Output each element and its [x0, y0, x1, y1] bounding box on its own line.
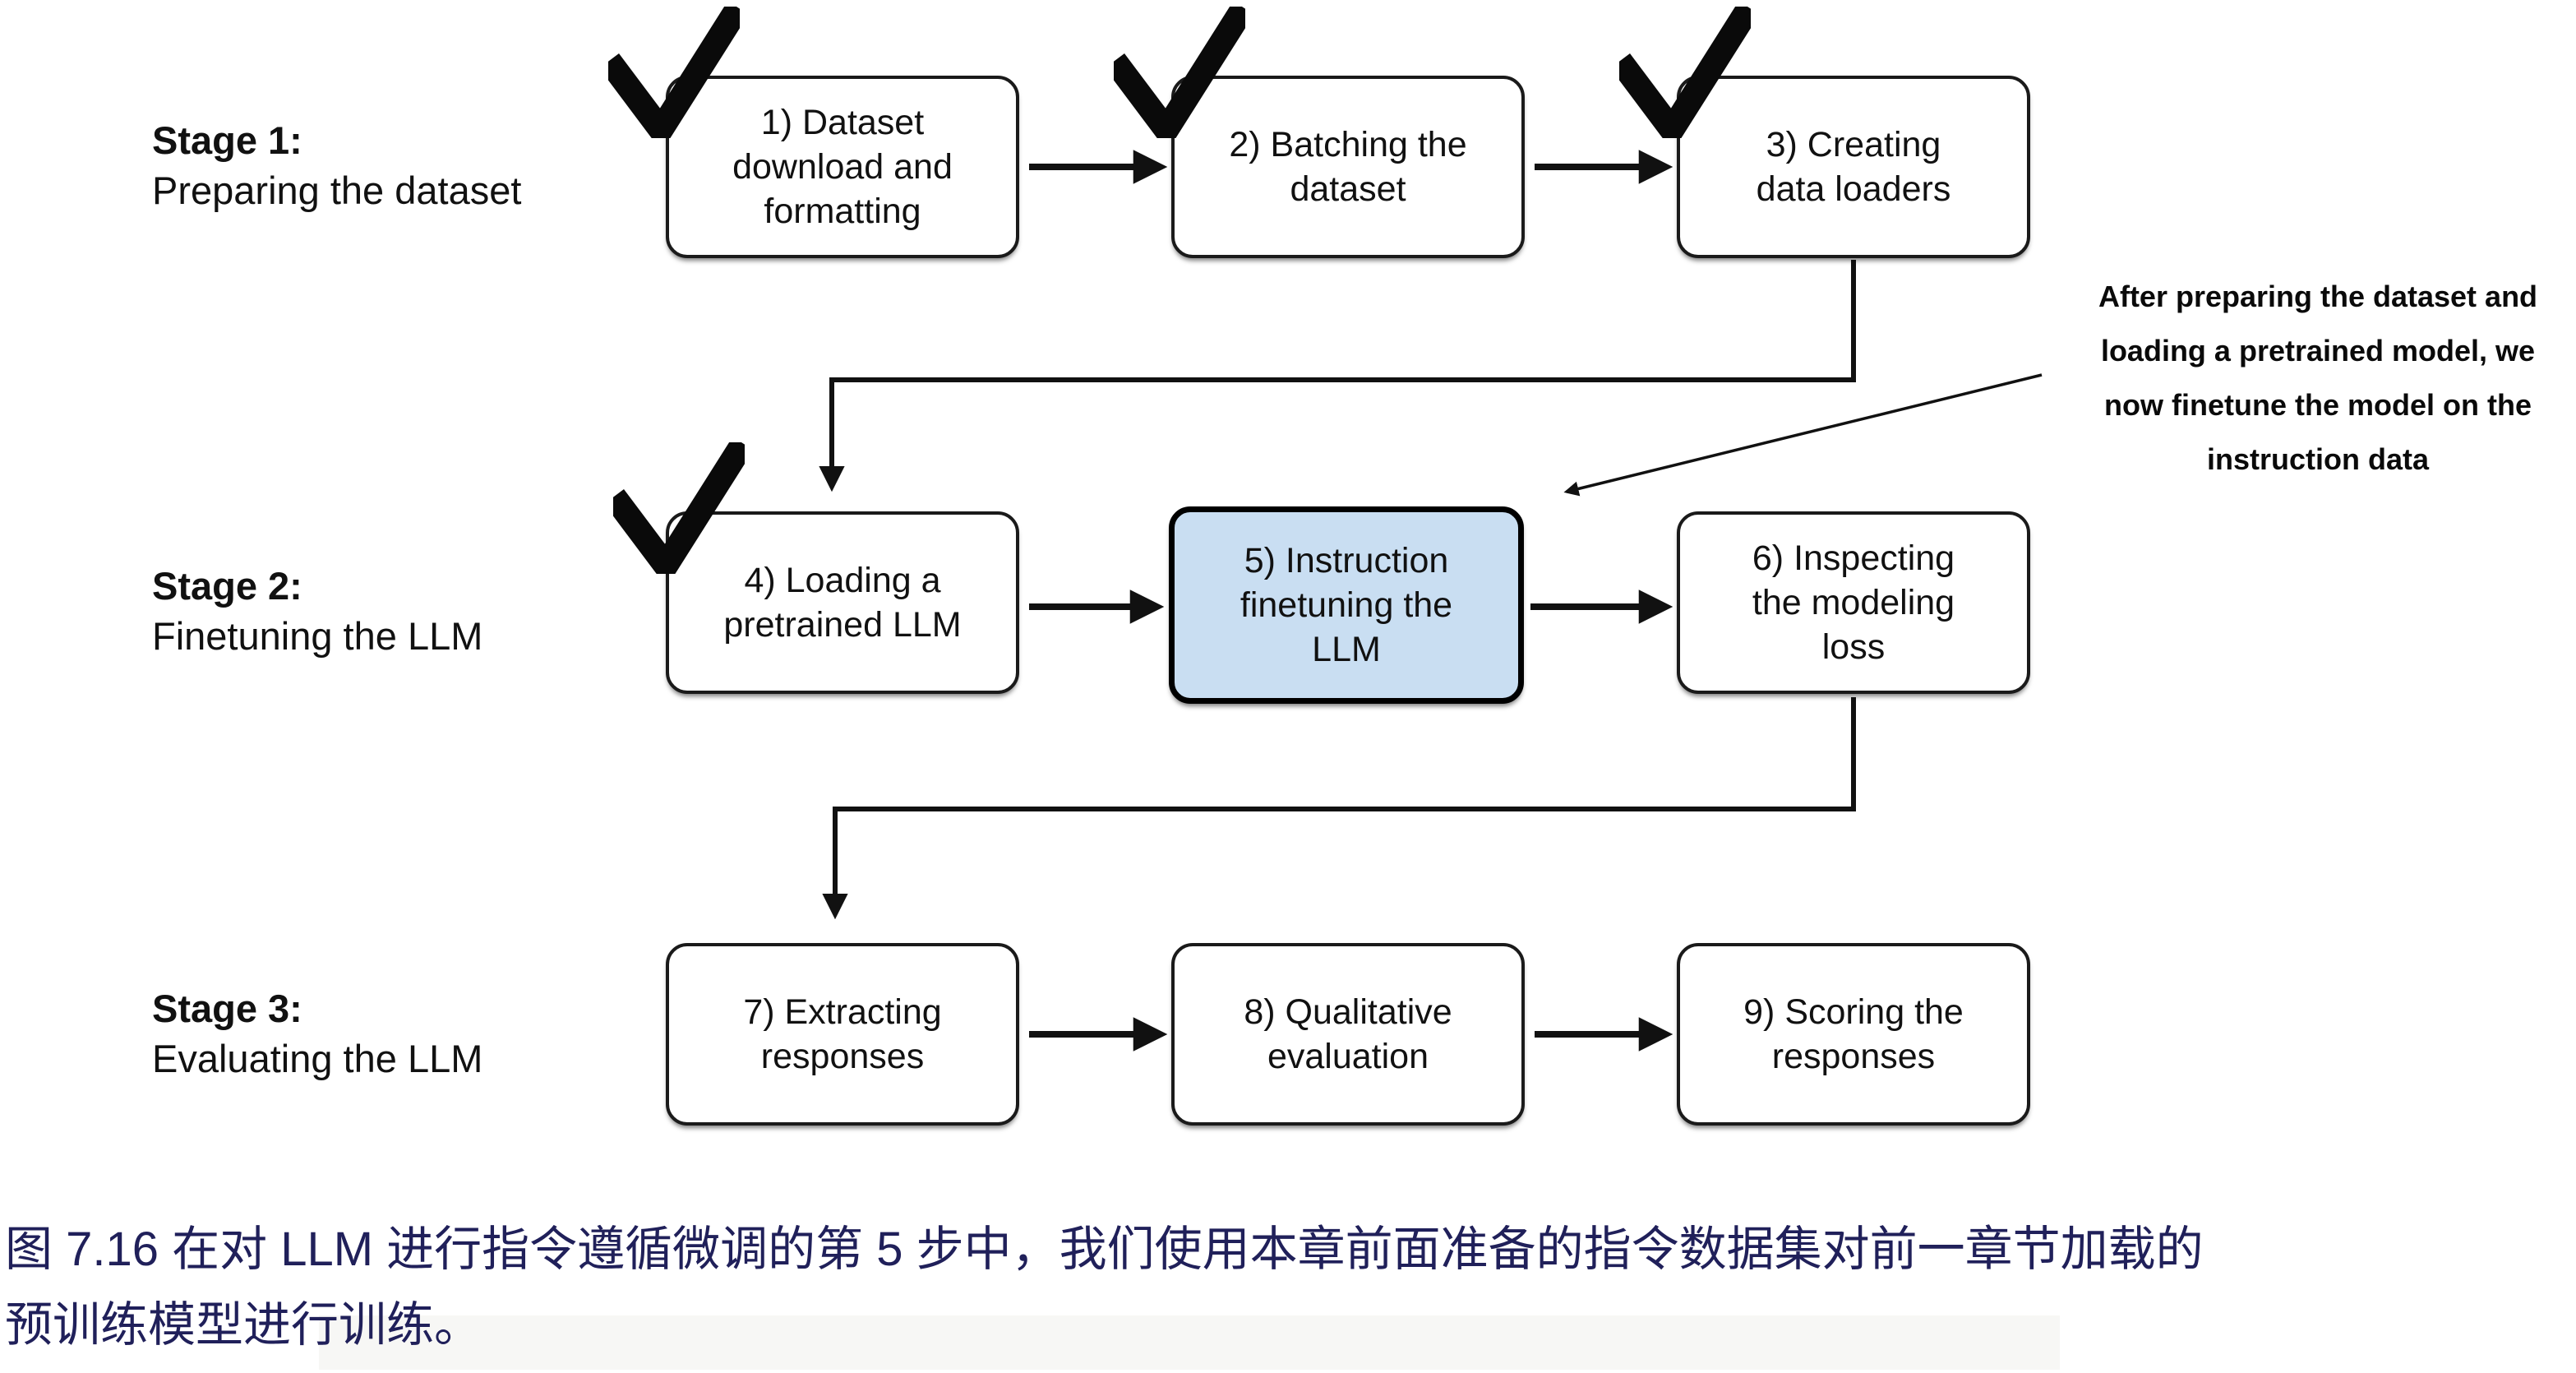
step-box-1-label: 1) Dataset download and formatting: [732, 102, 953, 232]
stage-1-title: Stage 1:: [152, 118, 302, 162]
step-box-3-label: 3) Creating data loaders: [1756, 124, 1951, 209]
annotation-pointer-arrow: [1563, 373, 2043, 497]
background-strip: [319, 1315, 2060, 1370]
step-box-4-loading-pretrained: 4) Loading a pretrained LLM: [666, 511, 1019, 694]
step-box-2-batching: 2) Batching the dataset: [1171, 76, 1525, 258]
check-icon: [613, 442, 745, 574]
step-box-3-data-loaders: 3) Creating data loaders: [1677, 76, 2030, 258]
step-box-5-label: 5) Instruction finetuning the LLM: [1240, 540, 1453, 670]
annotation-text: After preparing the dataset and loading …: [2098, 280, 2538, 476]
step-box-5-instruction-finetuning-highlighted: 5) Instruction finetuning the LLM: [1169, 506, 1524, 704]
elbow-arrow-box3-box4: [819, 260, 1856, 492]
stage-1-label: Stage 1: Preparing the dataset: [152, 115, 521, 215]
step-box-9-scoring-responses: 9) Scoring the responses: [1677, 943, 2030, 1126]
step-box-7-extracting-responses: 7) Extracting responses: [666, 943, 1019, 1126]
step-box-2-label: 2) Batching the dataset: [1229, 124, 1467, 209]
elbow-arrow-box6-box7: [822, 697, 1856, 920]
step-box-4-label: 4) Loading a pretrained LLM: [723, 560, 962, 645]
check-icon: [1114, 7, 1245, 138]
figure-caption: 图 7.16 在对 LLM 进行指令遵循微调的第 5 步中，我们使用本章前面准备…: [5, 1223, 2204, 1352]
stage-2-label: Stage 2: Finetuning the LLM: [152, 561, 482, 661]
stage-3-label: Stage 3: Evaluating the LLM: [152, 983, 482, 1084]
step-box-8-label: 8) Qualitative evaluation: [1244, 992, 1452, 1076]
step-box-7-label: 7) Extracting responses: [743, 992, 942, 1076]
step-box-8-qualitative-evaluation: 8) Qualitative evaluation: [1171, 943, 1525, 1126]
stage-2-title: Stage 2:: [152, 564, 302, 608]
stage-2-subtitle: Finetuning the LLM: [152, 614, 483, 658]
check-icon: [1619, 7, 1751, 138]
check-icon: [608, 7, 740, 138]
step-box-1-dataset-download: 1) Dataset download and formatting: [666, 76, 1019, 258]
stage-1-subtitle: Preparing the dataset: [152, 169, 522, 212]
step-box-6-label: 6) Inspecting the modeling loss: [1752, 538, 1955, 668]
step-box-6-inspecting-loss: 6) Inspecting the modeling loss: [1677, 511, 2030, 694]
step-box-9-label: 9) Scoring the responses: [1743, 992, 1964, 1076]
stage-3-subtitle: Evaluating the LLM: [152, 1037, 483, 1080]
stage-3-title: Stage 3:: [152, 987, 302, 1030]
